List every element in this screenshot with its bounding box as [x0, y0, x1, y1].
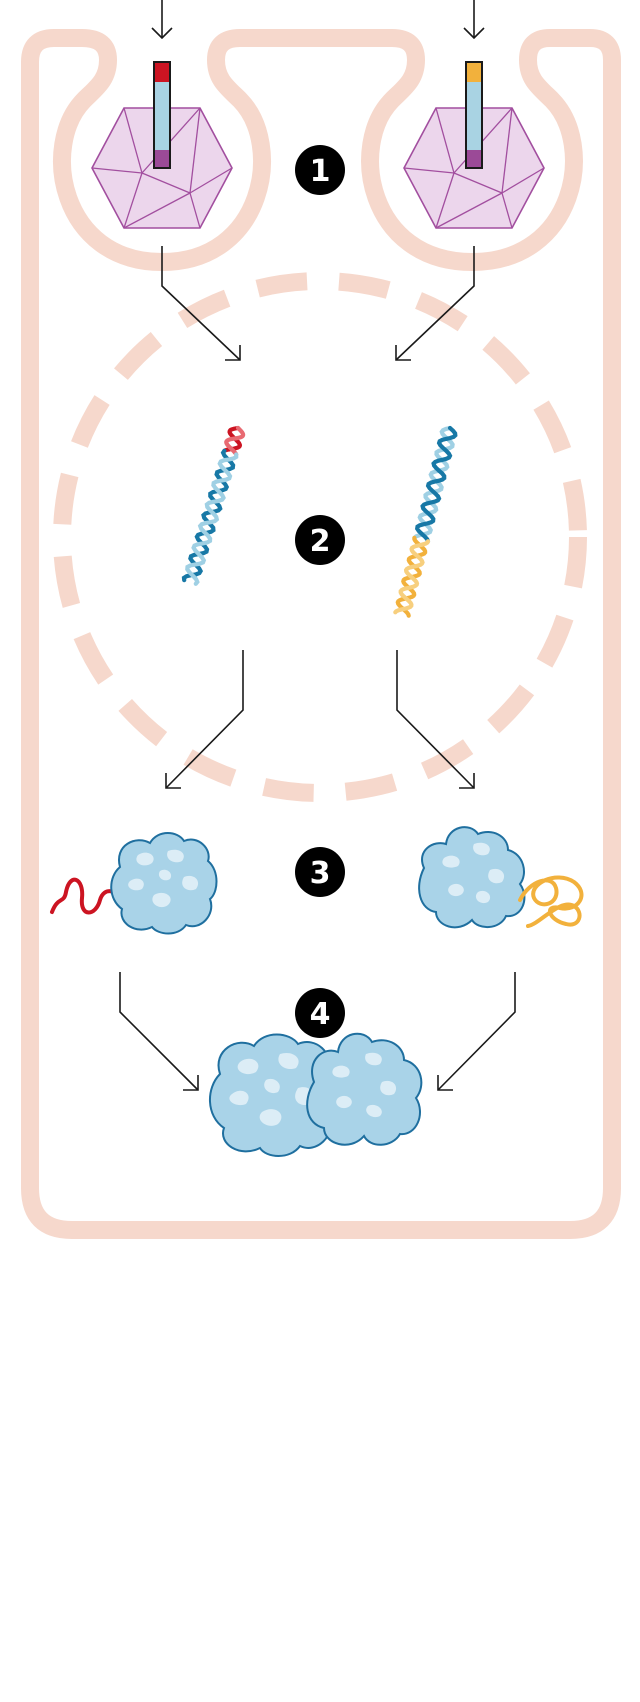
step-label-2: 2 — [310, 524, 331, 559]
protein-blob-icon — [110, 832, 218, 935]
protein-blob-icon — [306, 1032, 423, 1146]
nuclear-entry-arrow-right — [395, 246, 475, 361]
intein-tag-left — [50, 877, 122, 915]
dna-helix-left — [181, 425, 246, 586]
translation-arrow-right — [396, 650, 475, 789]
dna-strand — [224, 425, 246, 457]
nuclear-entry-arrow-left — [161, 246, 241, 361]
assembly-arrow-left — [119, 972, 199, 1091]
dna-strand — [412, 425, 455, 540]
entry-arrow-left — [151, 0, 173, 40]
protein-half-right — [418, 826, 584, 929]
translation-arrow-left — [165, 650, 244, 789]
dna-strand — [393, 539, 431, 615]
viral-particle-left — [91, 61, 233, 229]
step-label-3: 3 — [310, 856, 331, 891]
reconstituted-protein — [208, 1032, 423, 1157]
dna-strand — [414, 425, 458, 544]
step-badge-2: 2 — [295, 515, 345, 565]
nucleus-envelope — [53, 272, 587, 802]
viral-particle-right — [403, 61, 545, 229]
cell-membrane — [21, 29, 621, 1239]
protein-blob-icon — [208, 1033, 339, 1157]
step-badge-4: 4 — [295, 988, 345, 1038]
entry-arrow-right — [463, 0, 485, 40]
step-badge-1: 1 — [295, 145, 345, 195]
dna-strand — [181, 448, 236, 583]
assembly-arrow-right — [437, 972, 516, 1091]
intein-tag-right — [518, 875, 584, 928]
step-badge-3: 3 — [295, 847, 345, 897]
protein-blob-icon — [418, 826, 526, 929]
dna-strand — [185, 452, 239, 586]
step-label-4: 4 — [310, 997, 331, 1032]
dna-helix-right — [393, 425, 458, 618]
vector-genome-icon — [153, 61, 171, 169]
protein-half-left — [50, 832, 218, 935]
step-label-1: 1 — [310, 154, 331, 189]
vector-genome-icon — [465, 61, 483, 169]
